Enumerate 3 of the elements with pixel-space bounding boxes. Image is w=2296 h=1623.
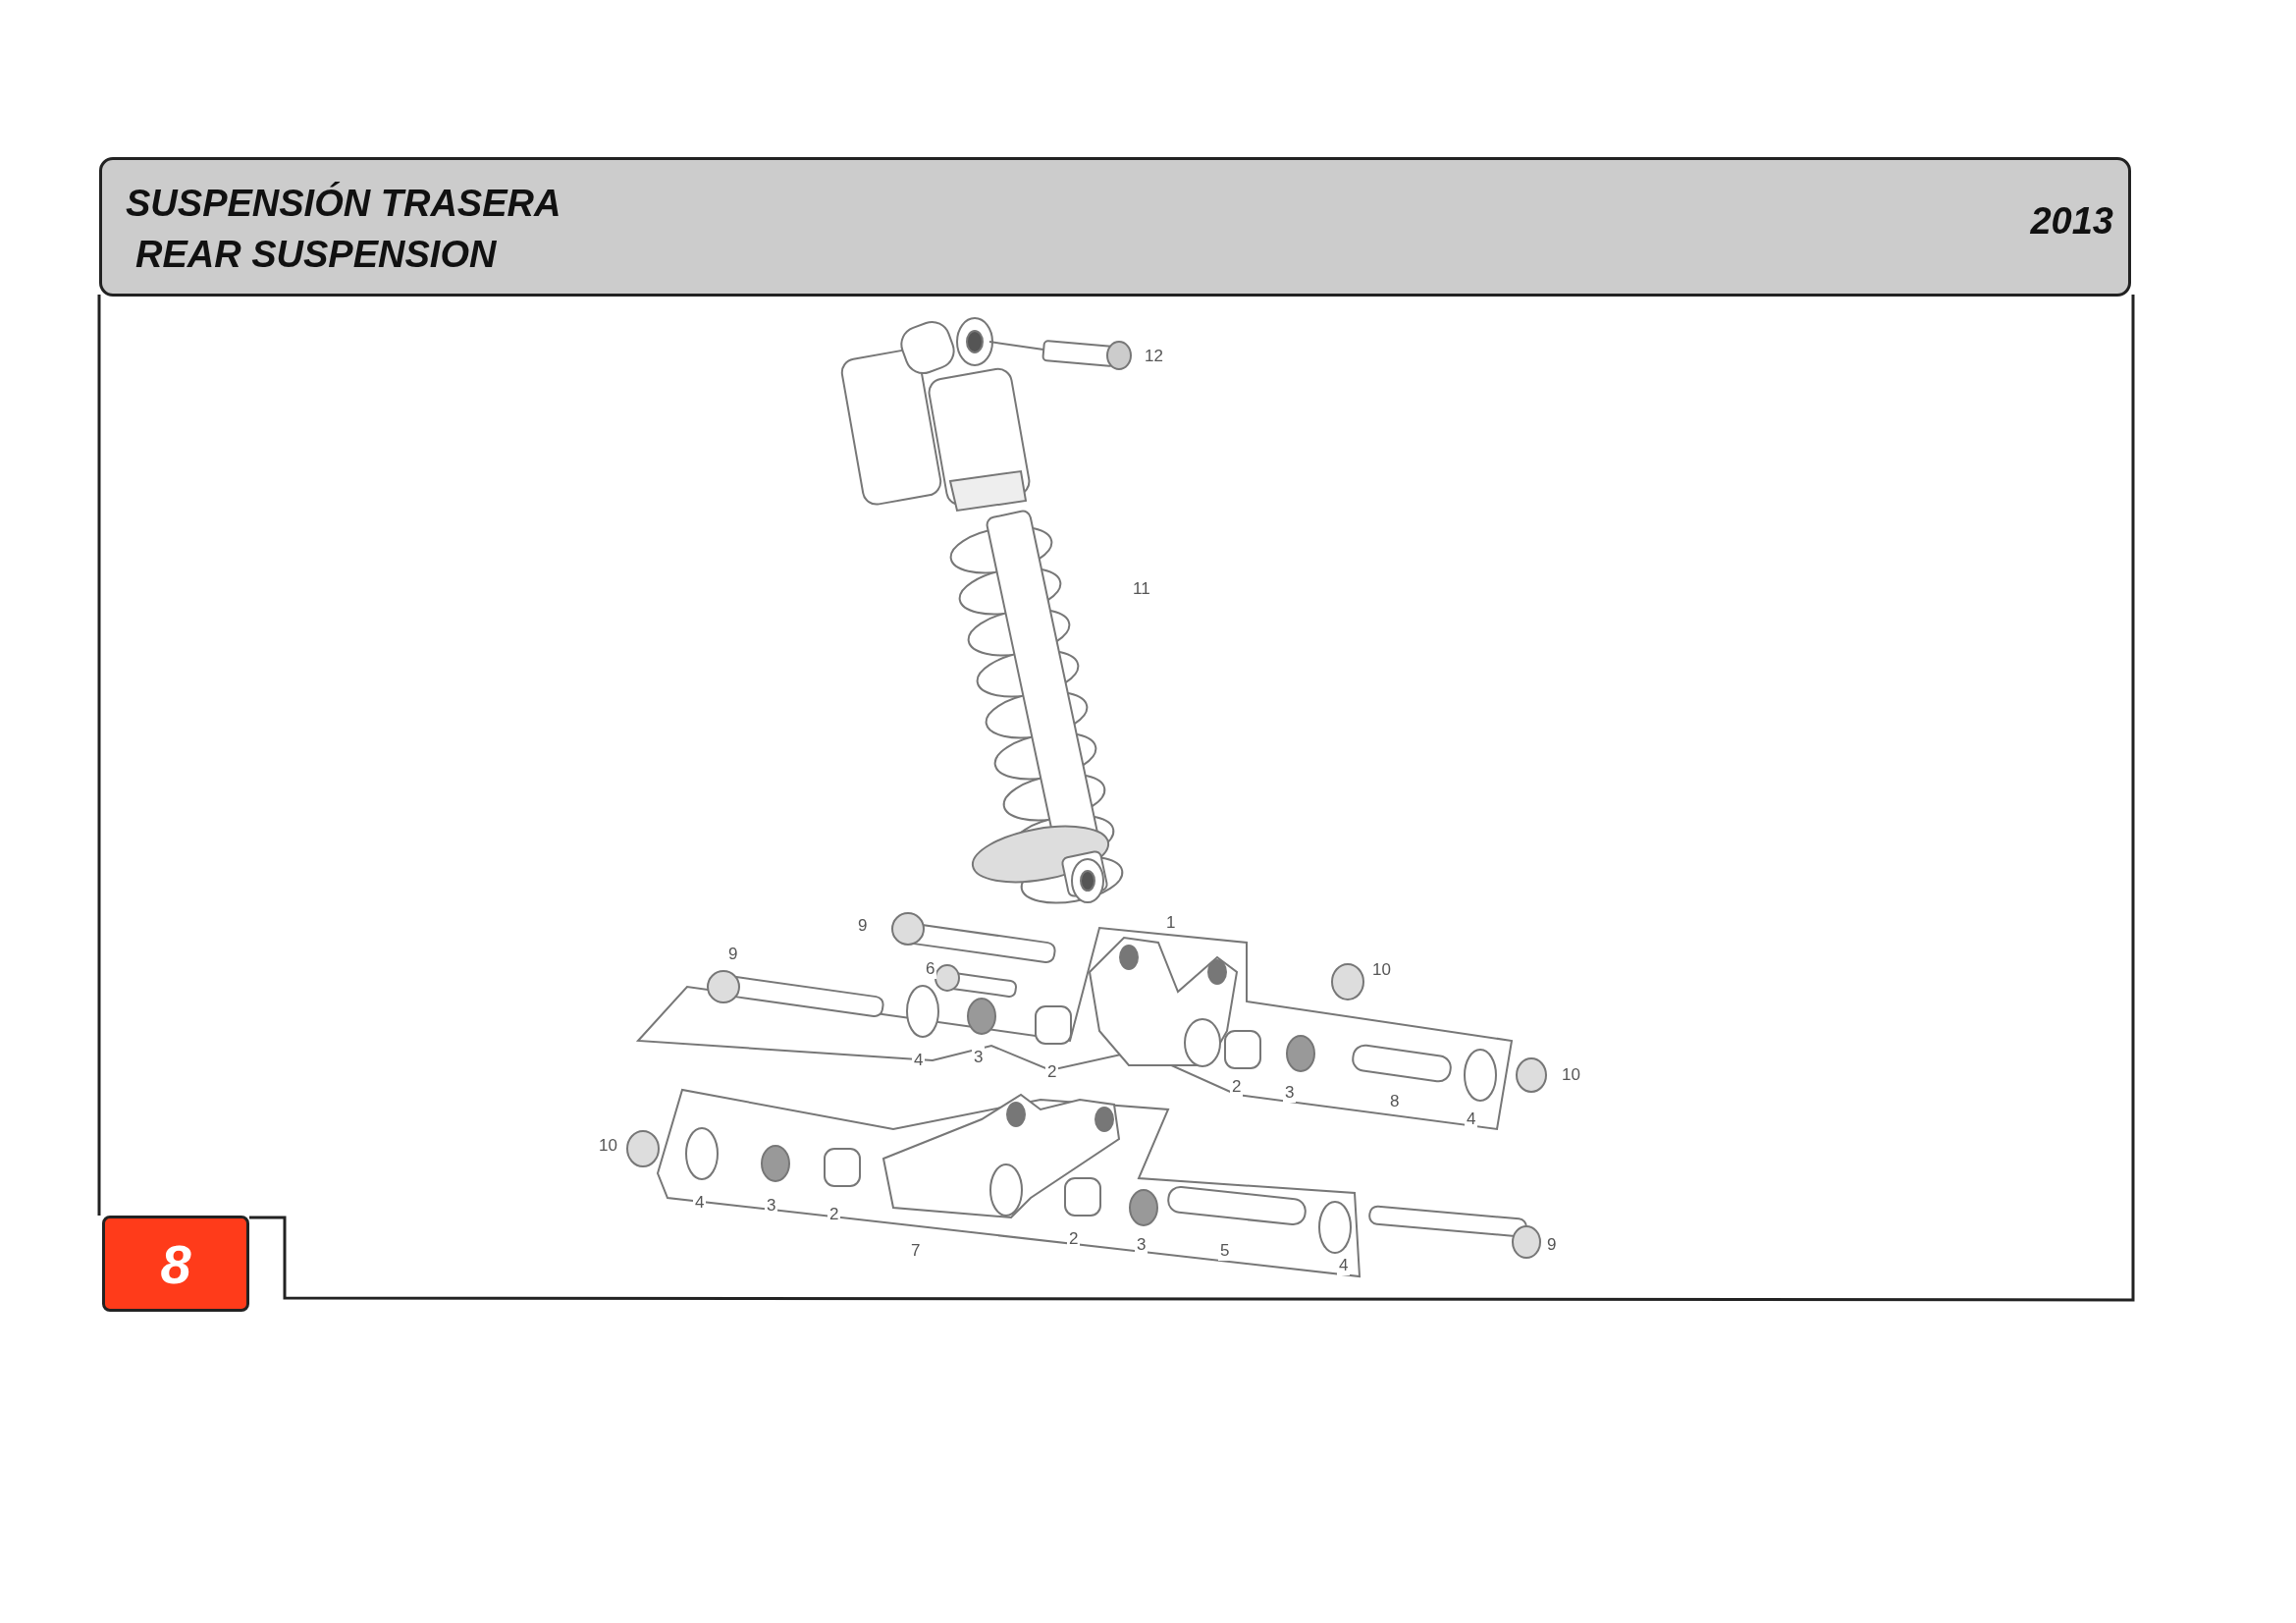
subtitle: REAR SUSPENSION	[135, 236, 497, 273]
model-year: 2013	[2030, 202, 2113, 240]
page-number: 8	[102, 1216, 249, 1312]
